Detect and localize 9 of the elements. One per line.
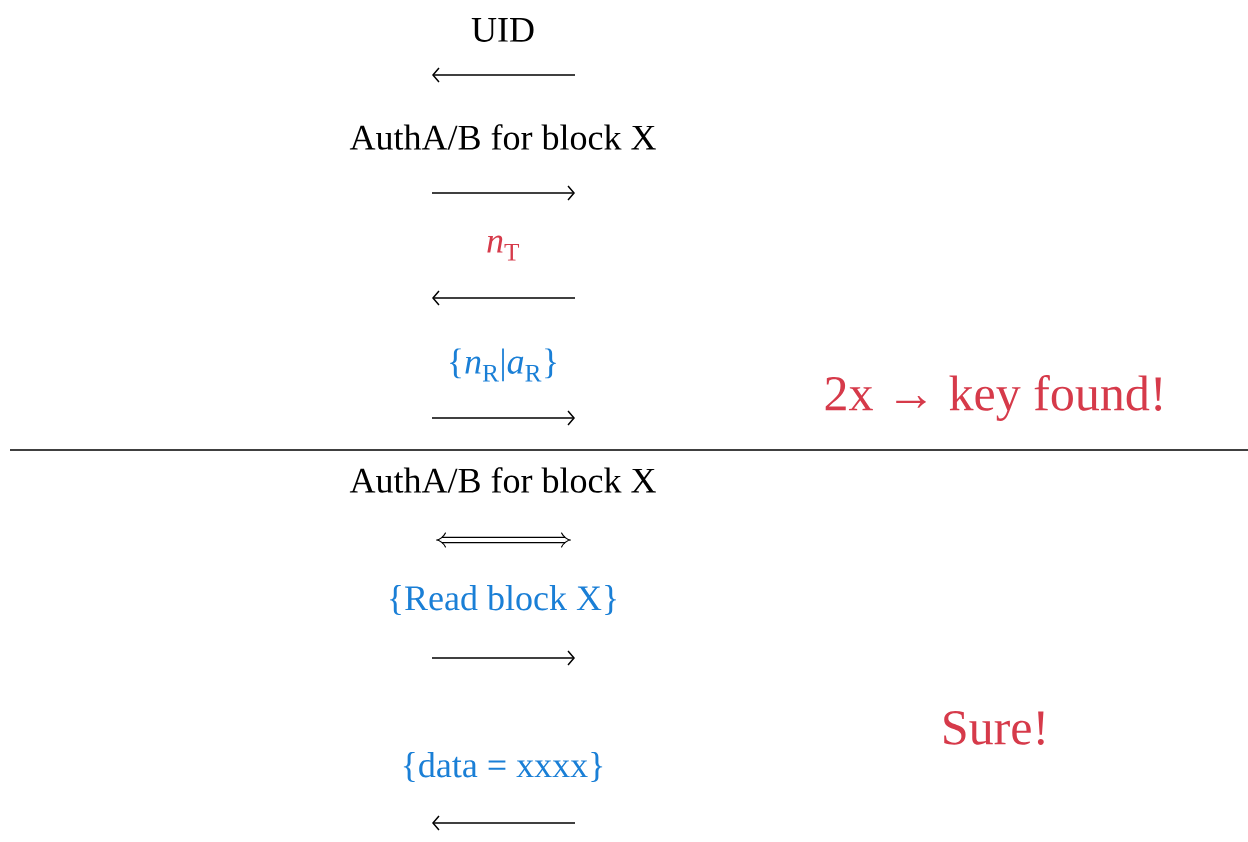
message-label: AuthA/B for block X: [349, 124, 656, 150]
note: Sure!: [944, 711, 1044, 745]
message-label: n$_{T}$: [487, 235, 520, 261]
message-label: AuthA/B for block X: [349, 467, 656, 493]
message-label: UID: [471, 18, 534, 42]
message-label: {data = xxxx}: [403, 752, 603, 782]
message-label: {Read block X}: [390, 585, 616, 615]
note: 2x → key found!: [825, 375, 1162, 421]
message-label: {n$_{R}$|a$_{R}$}: [450, 348, 556, 382]
